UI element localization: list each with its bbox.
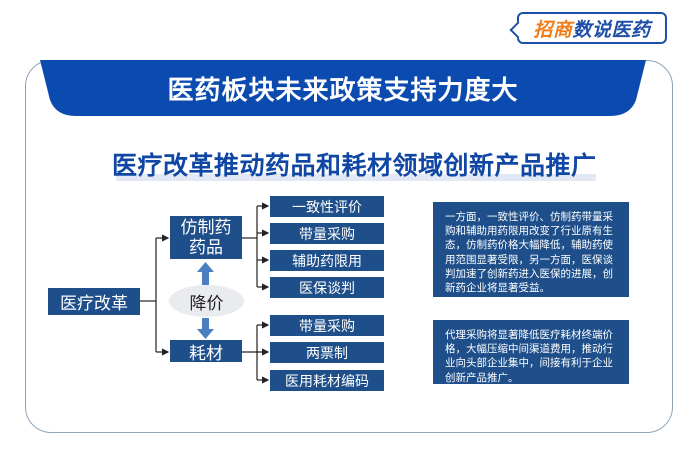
subtitle-underline <box>116 174 596 181</box>
logo-part-blue: 数说医药 <box>572 18 651 41</box>
root-node-medical-reform: 医疗改革 <box>48 288 140 315</box>
leaf-node: 一致性评价 <box>270 196 384 217</box>
category-node-consumables: 耗材 <box>170 340 242 364</box>
leaf-node: 医保谈判 <box>270 277 384 298</box>
category-node-generic-drugs: 仿制药 药品 <box>170 216 242 259</box>
price-reduction-label: 降价 <box>169 285 244 317</box>
category-label-line1: 仿制药 <box>180 217 232 238</box>
leaf-node: 医用耗材编码 <box>270 370 384 391</box>
subtitle: 医疗改革推动药品和耗材领域创新产品推广 <box>112 151 597 180</box>
note-consumables: 代理采购将显著降低医疗耗材终端价格，大幅压缩中间渠道费用，推动行业向头部企业集中… <box>433 320 629 384</box>
category-label-line2: 药品 <box>189 237 223 258</box>
leaf-node: 带量采购 <box>270 315 384 336</box>
banner-title: 医药板块未来政策支持力度大 <box>40 60 646 116</box>
leaf-node: 辅助药限用 <box>270 250 384 271</box>
leaf-node: 带量采购 <box>270 223 384 244</box>
logo-part-orange: 招商 <box>533 18 573 41</box>
note-drugs: 一方面，一致性评价、仿制药带量采购和辅助用药限用改变了行业原有生态，仿制药价格大… <box>433 202 629 297</box>
leaf-node: 两票制 <box>270 342 384 363</box>
brand-logo: 招商数说医药 <box>517 12 667 44</box>
